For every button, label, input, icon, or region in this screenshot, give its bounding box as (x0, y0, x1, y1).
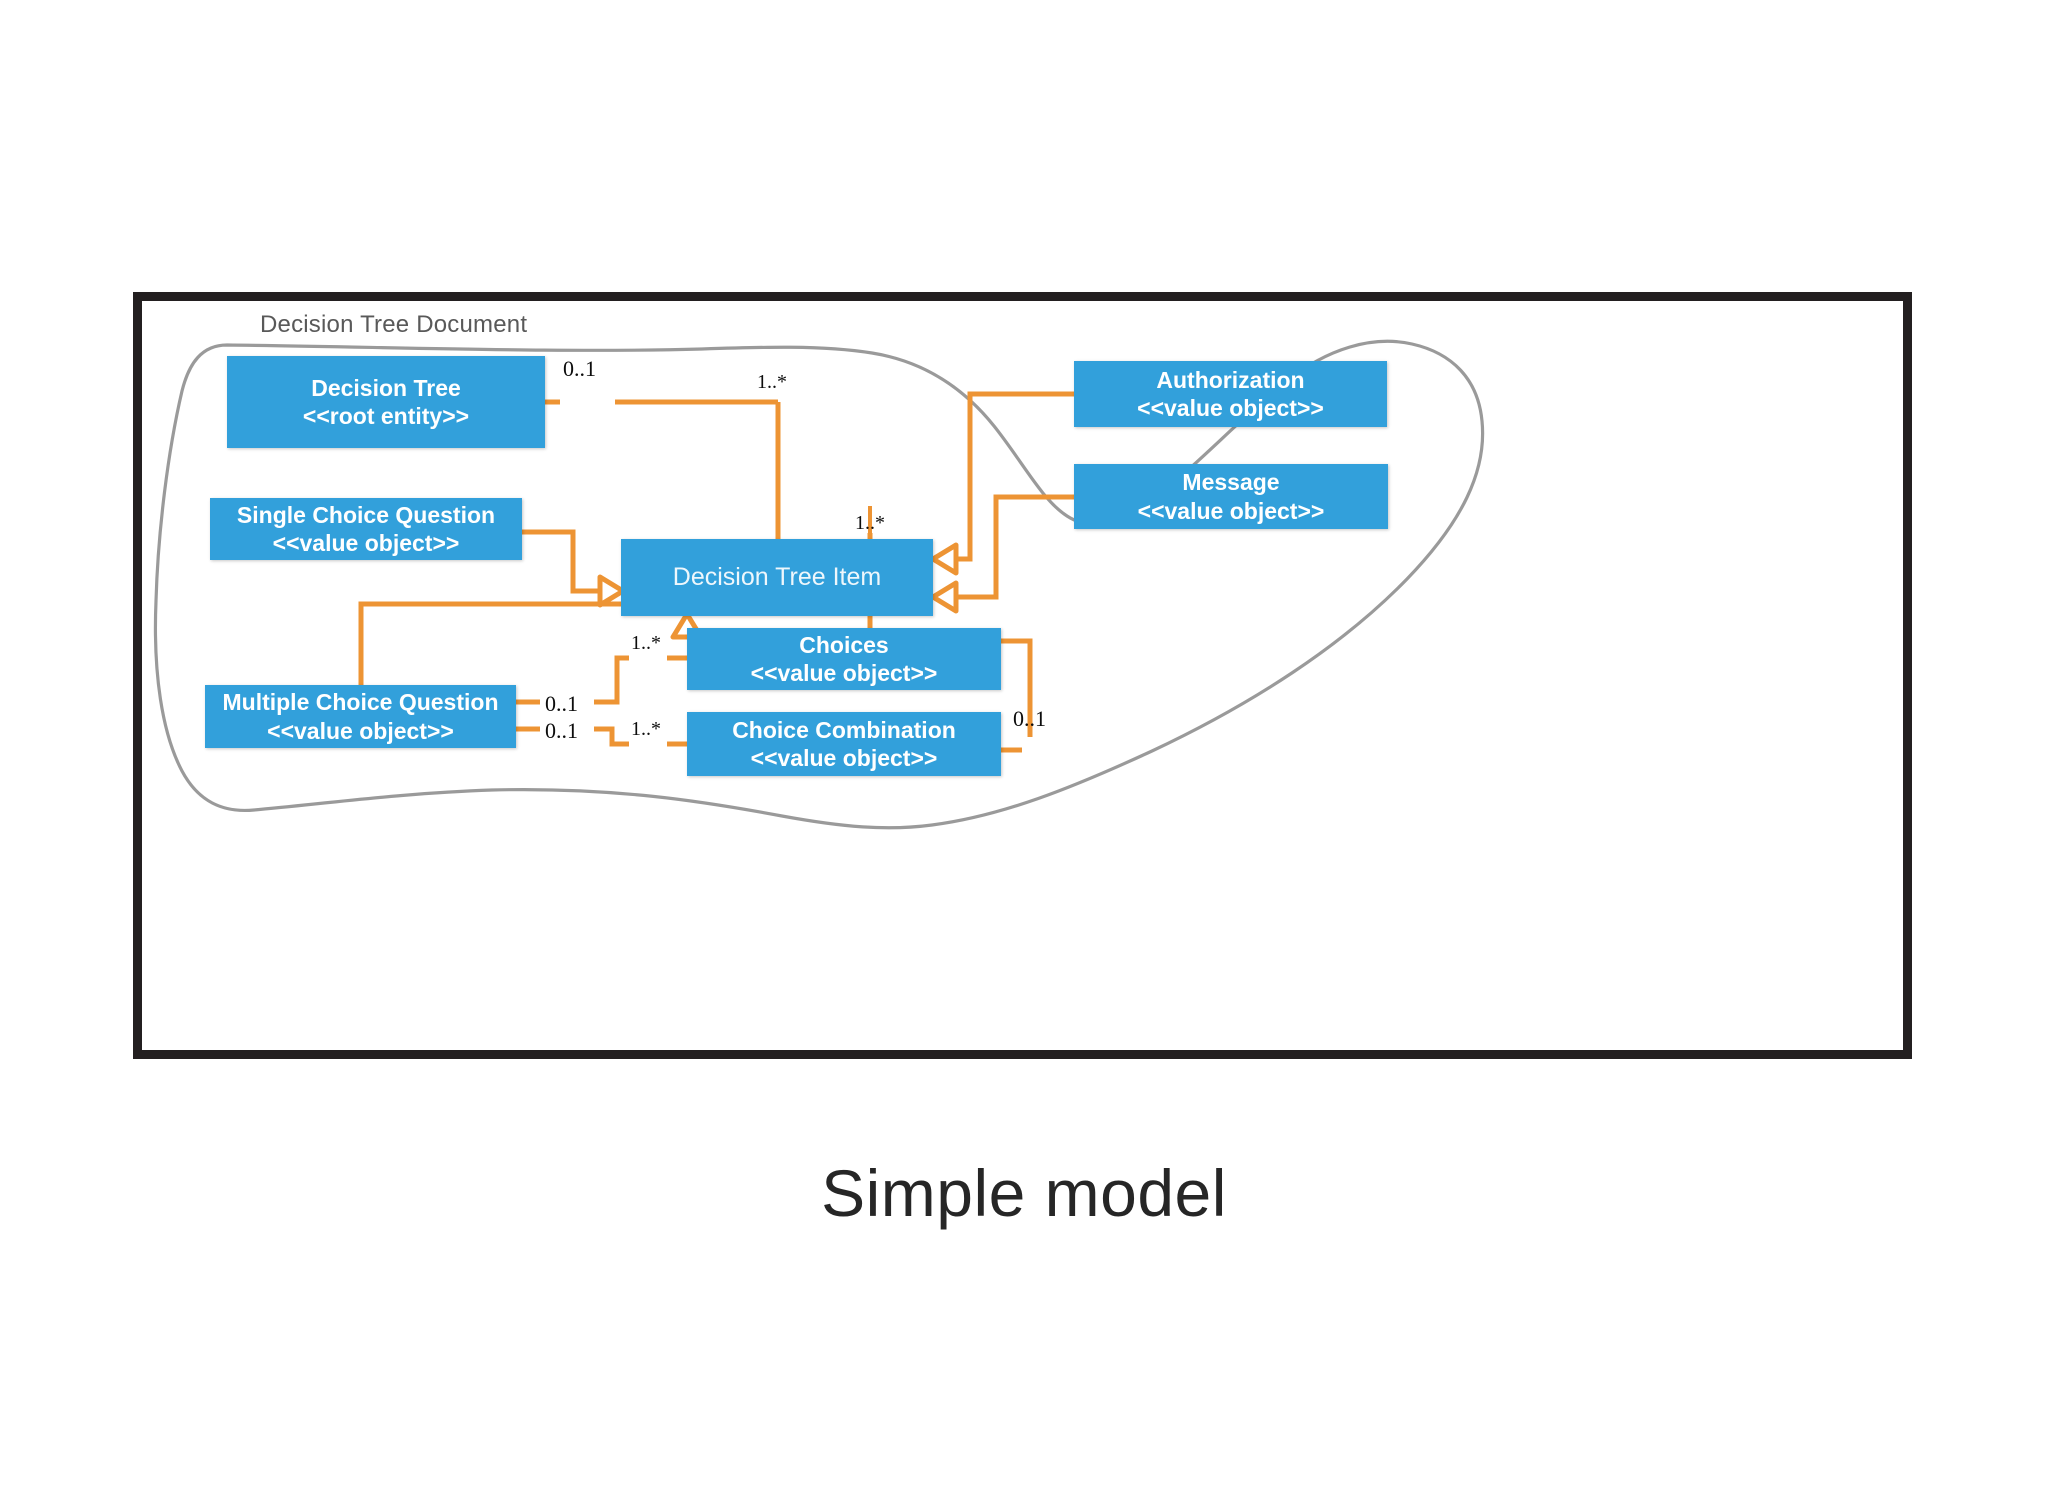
arrowhead-auth-generalization (930, 542, 959, 576)
diagram-frame: Decision Tree Document Decision Tree <<r… (133, 292, 1912, 1059)
conn-mcq-to-choices (594, 655, 629, 705)
conn-mcq-to-cc (594, 726, 629, 747)
multiplicity-decision-tree-item-down: 1..* (855, 512, 885, 534)
multiplicity-choice-combination-end: 1..* (631, 718, 661, 740)
uml-box-title: Choices (799, 631, 889, 658)
multiplicity-decision-tree-item-end: 1..* (757, 371, 787, 393)
uml-box-stereotype: <<value object>> (267, 717, 454, 744)
uml-box-title: Message (1182, 469, 1280, 496)
multiplicity-decision-tree-end: 0..1 (563, 356, 596, 381)
uml-box-title: Authorization (1156, 366, 1305, 393)
uml-box-stereotype: <<value object>> (272, 530, 460, 556)
uml-box-title: Choice Combination (732, 716, 956, 743)
uml-box-title: Decision Tree (311, 374, 461, 401)
slide-caption: Simple model (821, 1156, 1227, 1230)
multiplicity-mcq-to-choice-combination: 0..1 (545, 718, 578, 743)
arrowhead-scq-generalization (597, 574, 626, 608)
uml-box-choices[interactable]: Choices <<value object>> (687, 628, 1001, 690)
conn-auth-to-dti (953, 391, 1074, 562)
multiplicity-choices-end: 1..* (631, 632, 661, 654)
uml-box-single-choice-question[interactable]: Single Choice Question <<value object>> (210, 498, 522, 560)
multiplicity-choice-combination-right: 0..1 (1013, 706, 1046, 731)
uml-box-stereotype: <<value object>> (1137, 395, 1324, 421)
uml-box-message[interactable]: Message <<value object>> (1074, 464, 1388, 529)
multiplicity-mcq-to-choices: 0..1 (545, 691, 578, 716)
uml-box-title: Decision Tree Item (672, 563, 882, 592)
diagram-canvas: Decision Tree Document Decision Tree <<r… (142, 301, 1903, 1050)
boundary-label: Decision Tree Document (260, 311, 528, 338)
uml-box-decision-tree-item[interactable]: Decision Tree Item (621, 539, 933, 616)
uml-box-authorization[interactable]: Authorization <<value object>> (1074, 361, 1387, 427)
uml-box-stereotype: <<value object>> (1137, 497, 1325, 524)
uml-box-stereotype: <<value object>> (750, 660, 938, 686)
conn-scq-to-dti (522, 529, 603, 594)
uml-box-decision-tree[interactable]: Decision Tree <<root entity>> (227, 356, 545, 448)
uml-box-choice-combination[interactable]: Choice Combination <<value object>> (687, 712, 1001, 776)
uml-box-multiple-choice-question[interactable]: Multiple Choice Question <<value object>… (205, 685, 516, 748)
conn-message-to-dti (953, 494, 1074, 600)
uml-box-title: Multiple Choice Question (222, 689, 499, 716)
uml-box-title: Single Choice Question (236, 501, 496, 528)
uml-box-stereotype: <<root entity>> (302, 403, 470, 429)
uml-box-stereotype: <<value object>> (750, 745, 938, 771)
arrowhead-message-generalization (930, 580, 959, 614)
